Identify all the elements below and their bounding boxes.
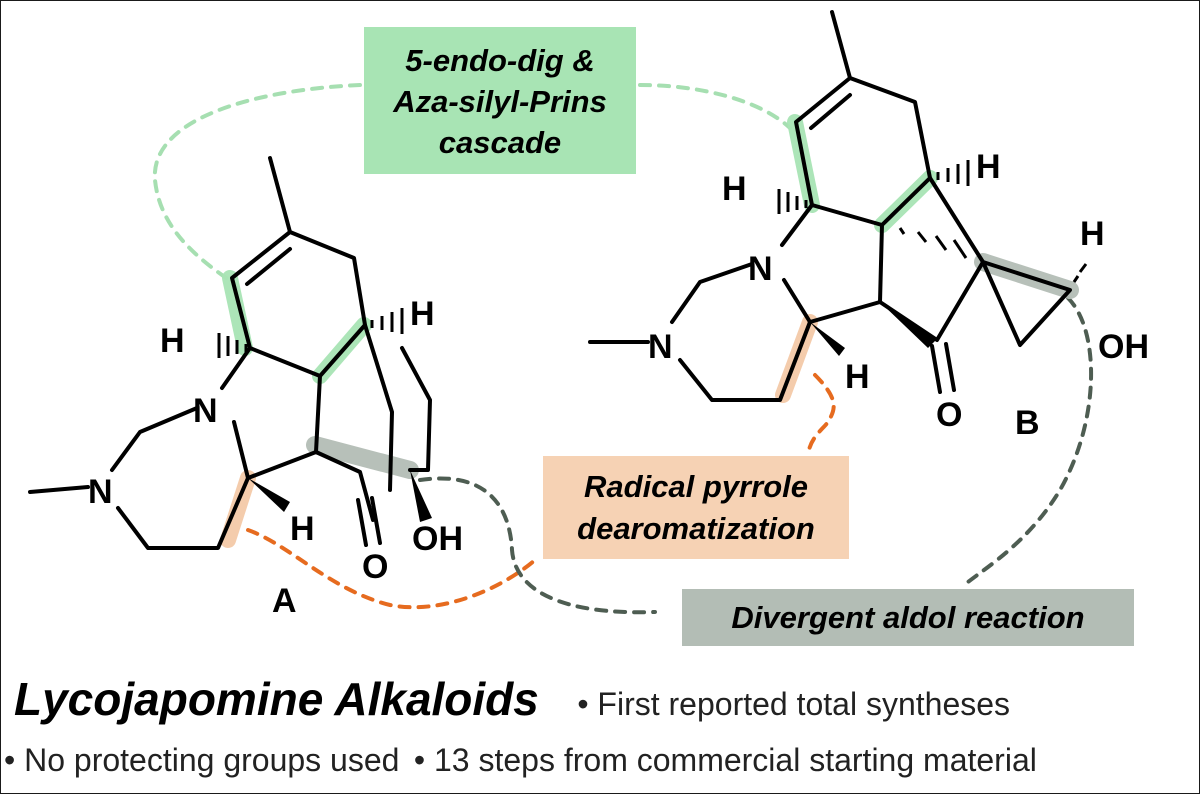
structure-b-methyl [830, 10, 852, 80]
structure-b-label: B [1015, 404, 1040, 442]
orange-connector-left [246, 528, 537, 610]
structure-a-bonds-aminal [110, 406, 250, 550]
structure-a-ketone [356, 496, 382, 547]
structure-a-bonds-ring-n [220, 346, 322, 480]
cascade-box: 5-endo-dig & Aza-silyl-Prins cascade [364, 27, 636, 174]
structure-b-atom-n-methyl: N [648, 328, 673, 366]
footer-title-row: Lycojapomine Alkaloids • First reported … [14, 672, 1184, 732]
structure-a-wedge-h-bottom [248, 478, 290, 512]
radical-box-bg [543, 456, 849, 559]
radical-box: Radical pyrrole dearomatization [543, 456, 849, 559]
structure-b-atom-o: O [936, 396, 962, 434]
structure-a-methyl [268, 156, 292, 234]
gray-connector-right [966, 296, 1094, 584]
structure-b-atom-h-top: H [976, 148, 1001, 186]
structure-b-ketone [930, 342, 956, 394]
structure-a-atom-n-methyl: N [88, 473, 113, 511]
structure-b-hash-left [777, 189, 808, 214]
green-connector-right [638, 83, 792, 130]
footer-bullet-3: • 13 steps from commercial starting mate… [413, 742, 1037, 778]
structure-b: N N H H H H O OH B [588, 10, 1149, 442]
structure-a-gray-highlight [306, 436, 419, 479]
structure-a: N N H H H O OH A [28, 156, 463, 620]
structure-a-bonds-bridge [314, 323, 432, 522]
footer-title: Lycojapomine Alkaloids [14, 673, 539, 725]
cascade-box-line-3: cascade [439, 125, 561, 160]
footer-bullet-1: • First reported total syntheses [577, 686, 1011, 722]
footer-bullet-row: • No protecting groups used • 13 steps f… [4, 742, 1194, 790]
structure-a-hash-left [217, 333, 248, 358]
structure-a-atom-h-left: H [160, 322, 185, 360]
structure-b-atom-oh: OH [1098, 328, 1149, 366]
gray-connector-left [418, 476, 657, 615]
structure-b-hash-top [936, 160, 970, 186]
footer-bullet-2: • No protecting groups used [4, 742, 400, 778]
structure-a-n-methyl [28, 485, 90, 494]
structure-a-green-highlight-1 [222, 270, 253, 356]
structure-b-bonds-ring-n [780, 203, 884, 324]
structure-b-bonds-right [878, 176, 1072, 347]
orange-connector-right [806, 373, 836, 457]
aldol-box: Divergent aldol reaction [682, 589, 1134, 646]
radical-box-line-1: Radical pyrrole [584, 469, 808, 504]
structure-b-wedge-h-bottom [810, 322, 845, 356]
structure-b-wedge-ketone [880, 302, 936, 348]
green-connector-left [152, 83, 362, 284]
structure-b-atom-h-right: H [1080, 215, 1105, 253]
structure-b-double-bond [809, 93, 852, 130]
cascade-box-line-2: Aza-silyl-Prins [392, 84, 607, 119]
structure-a-atom-o: O [362, 548, 388, 586]
radical-box-line-2: dearomatization [577, 511, 815, 546]
connectors [152, 83, 1094, 615]
structure-a-atom-h-bottom: H [290, 510, 315, 548]
cascade-box-bg [364, 27, 636, 174]
structure-a-hash-right [370, 308, 404, 334]
aldol-box-line-1: Divergent aldol reaction [731, 600, 1084, 635]
structure-a-double-bond [245, 247, 292, 286]
structure-b-atom-h-left: H [722, 170, 747, 208]
structure-a-atom-n-ring: N [193, 392, 218, 430]
structure-b-hash-center [898, 227, 968, 259]
structure-a-atom-oh: OH [412, 520, 463, 558]
structure-b-hash-oh [1072, 263, 1088, 283]
structure-b-bonds-aminal [670, 262, 812, 402]
structure-a-label: A [272, 582, 297, 620]
structure-b-atom-h-bottom: H [845, 358, 870, 396]
structure-b-atom-n-ring: N [748, 250, 773, 288]
structure-a-wedge-oh [410, 470, 432, 522]
structure-a-atom-h-right: H [410, 295, 435, 333]
cascade-box-line-1: 5-endo-dig & [405, 43, 594, 78]
aldol-box-bg [682, 589, 1134, 646]
